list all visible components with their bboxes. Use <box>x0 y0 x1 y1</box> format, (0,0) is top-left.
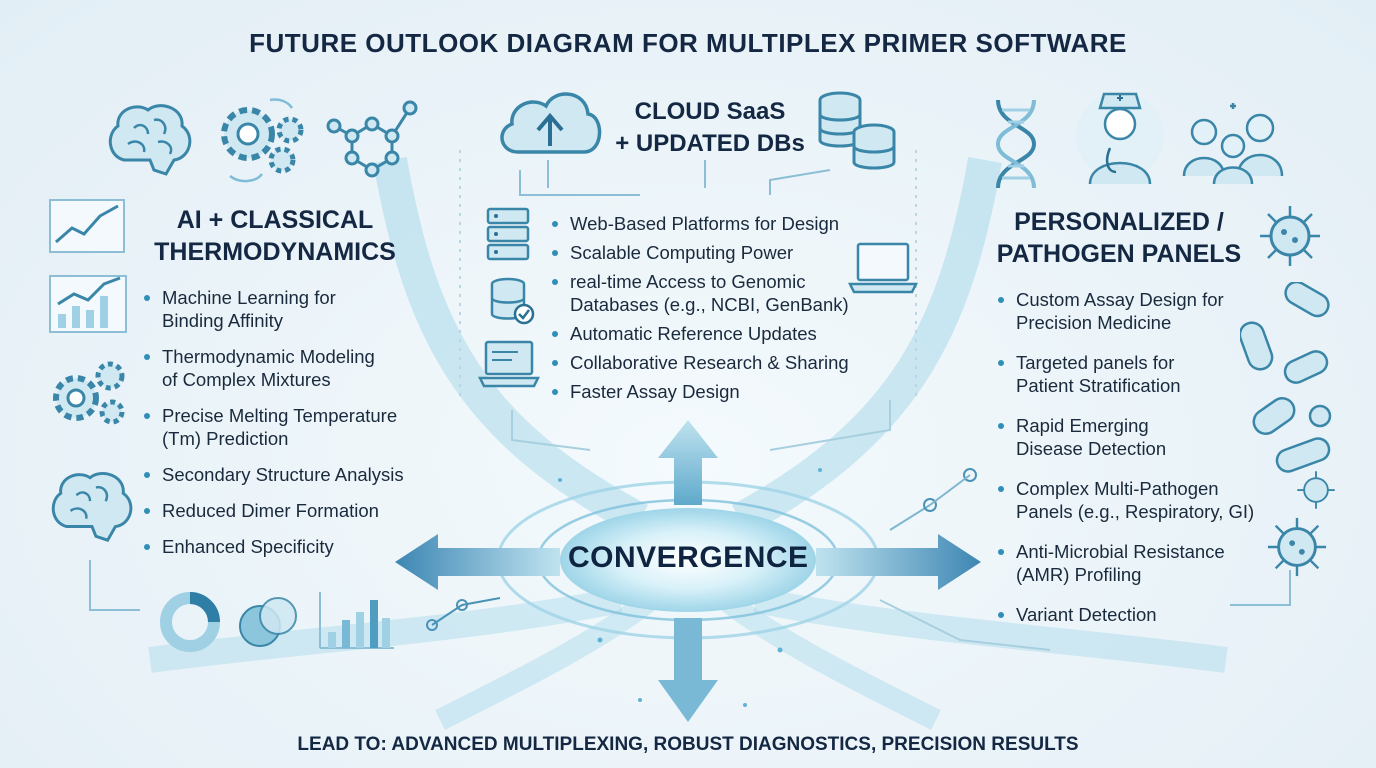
brain-icon <box>51 472 133 542</box>
laptop-icon <box>848 242 918 294</box>
line-chart-icon <box>49 199 125 253</box>
center-heading: CLOUD SaaS + UPDATED DBs <box>615 98 805 157</box>
patients-icon <box>1182 103 1284 185</box>
center-list: Web-Based Platforms for Design Scalable … <box>550 212 880 403</box>
footer-caption: LEAD TO: ADVANCED MULTIPLEXING, ROBUST D… <box>297 734 1079 755</box>
list-item: Secondary Structure Analysis <box>142 463 442 486</box>
molecule-icon <box>326 100 418 178</box>
convergence-hub-label: CONVERGENCE <box>568 541 809 574</box>
server-icon <box>486 207 530 261</box>
left-heading: AI + CLASSICAL THERMODYNAMICS <box>154 206 396 266</box>
arrow-up <box>658 420 718 505</box>
database-icon <box>818 91 896 170</box>
database-icon <box>490 277 535 325</box>
arrow-right <box>816 534 981 590</box>
bar-chart-icon <box>49 275 127 333</box>
list-item: Collaborative Research & Sharing <box>550 351 880 374</box>
gears-icon <box>221 98 304 183</box>
list-item: Precise Melting Temperature(Tm) Predicti… <box>142 404 442 450</box>
hub-glow <box>560 508 816 612</box>
bacteria-icon <box>1240 282 1330 384</box>
pie-chart-icon <box>160 592 220 652</box>
list-item: Faster Assay Design <box>550 380 880 403</box>
virus-icon <box>1267 517 1327 577</box>
arrow-down <box>658 618 718 722</box>
doctor-icon <box>1076 92 1164 185</box>
bar-chart-icon <box>319 592 394 649</box>
arrow-left <box>395 534 560 590</box>
list-item: Variant Detection <box>996 603 1276 626</box>
list-item: Automatic Reference Updates <box>550 322 880 345</box>
right-heading: PERSONALIZED / PATHOGEN PANELS <box>996 208 1242 268</box>
brain-icon <box>108 104 192 176</box>
virus-icon <box>1297 471 1335 509</box>
bacteria-icon <box>1252 397 1332 473</box>
list-item: Reduced Dimer Formation <box>142 499 442 522</box>
list-item: Web-Based Platforms for Design <box>550 212 880 235</box>
laptop-icon <box>478 340 540 388</box>
stream-right <box>731 157 1002 535</box>
dna-icon <box>995 99 1037 189</box>
stream-left <box>373 157 648 536</box>
list-item: Anti-Microbial Resistance(AMR) Profiling <box>996 540 1276 586</box>
main-title: FUTURE OUTLOOK DIAGRAM FOR MULTIPLEX PRI… <box>249 28 1127 58</box>
virus-icon <box>1260 206 1320 266</box>
cloud-upload-icon <box>500 92 602 154</box>
list-item: Scalable Computing Power <box>550 241 880 264</box>
gears-icon <box>53 361 125 425</box>
list-item: Enhanced Specificity <box>142 535 442 558</box>
venn-icon <box>239 597 297 647</box>
